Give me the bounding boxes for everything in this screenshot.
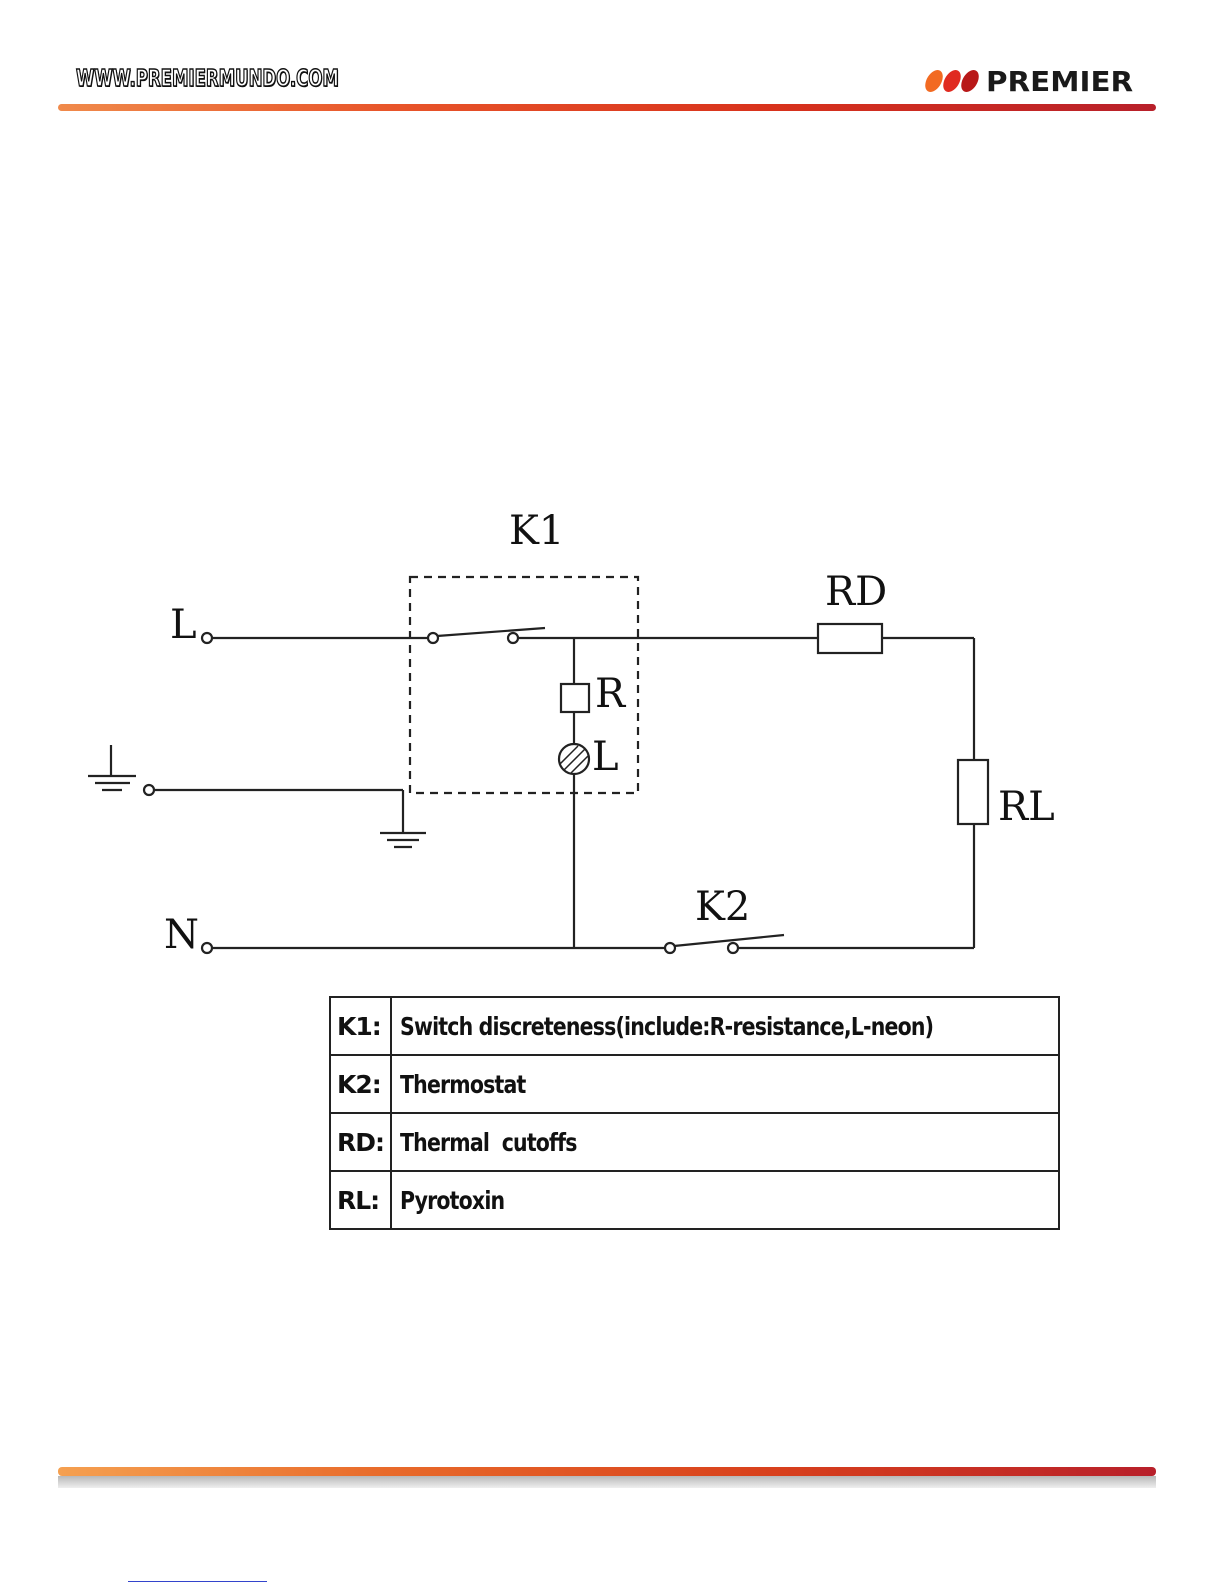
legend-key: K1:: [330, 997, 391, 1055]
legend-description: Thermal cutoffs: [391, 1113, 1059, 1171]
neon-label: L: [592, 734, 619, 780]
legend-description-text: Switch discreteness(include:R-resistance…: [400, 1012, 933, 1041]
legend-description-text: Pyrotoxin: [400, 1186, 504, 1215]
rl-label: RL: [998, 784, 1055, 830]
footer-divider-bar: [58, 1467, 1156, 1476]
legend-row: K1: Switch discreteness(include:R-resist…: [330, 997, 1059, 1055]
legend-description: Switch discreteness(include:R-resistance…: [391, 997, 1059, 1055]
legend-row: RL: Pyrotoxin: [330, 1171, 1059, 1229]
legend-key: RD:: [330, 1113, 391, 1171]
legend-description: Thermostat: [391, 1055, 1059, 1113]
rd-resistor: [818, 624, 882, 653]
rl-resistor: [958, 760, 988, 824]
legend-key: K2:: [330, 1055, 391, 1113]
component-legend-table: K1: Switch discreteness(include:R-resist…: [329, 996, 1060, 1230]
line-label: L: [170, 602, 197, 648]
k2-contact: [665, 943, 675, 953]
k2-contact: [728, 943, 738, 953]
legend-row: K2: Thermostat: [330, 1055, 1059, 1113]
footer-link-underline: [128, 1581, 267, 1582]
k2-label: K2: [695, 884, 750, 930]
r-resistor: [561, 684, 589, 712]
r-label: R: [595, 671, 627, 717]
rd-label: RD: [825, 569, 887, 615]
legend-key: RL:: [330, 1171, 391, 1229]
k1-contact: [508, 633, 518, 643]
legend-description-text: Thermostat: [400, 1070, 525, 1099]
legend-row: RD: Thermal cutoffs: [330, 1113, 1059, 1171]
neutral-terminal: [202, 943, 212, 953]
line-terminal: [202, 633, 212, 643]
earth-terminal: [144, 785, 154, 795]
k1-label: K1: [509, 508, 564, 554]
k1-switch-blade: [437, 628, 545, 636]
legend-description-text: Thermal cutoffs: [400, 1128, 577, 1157]
legend-description: Pyrotoxin: [391, 1171, 1059, 1229]
footer-bar-shadow: [58, 1476, 1156, 1488]
neutral-label: N: [164, 912, 199, 958]
k1-contact: [428, 633, 438, 643]
